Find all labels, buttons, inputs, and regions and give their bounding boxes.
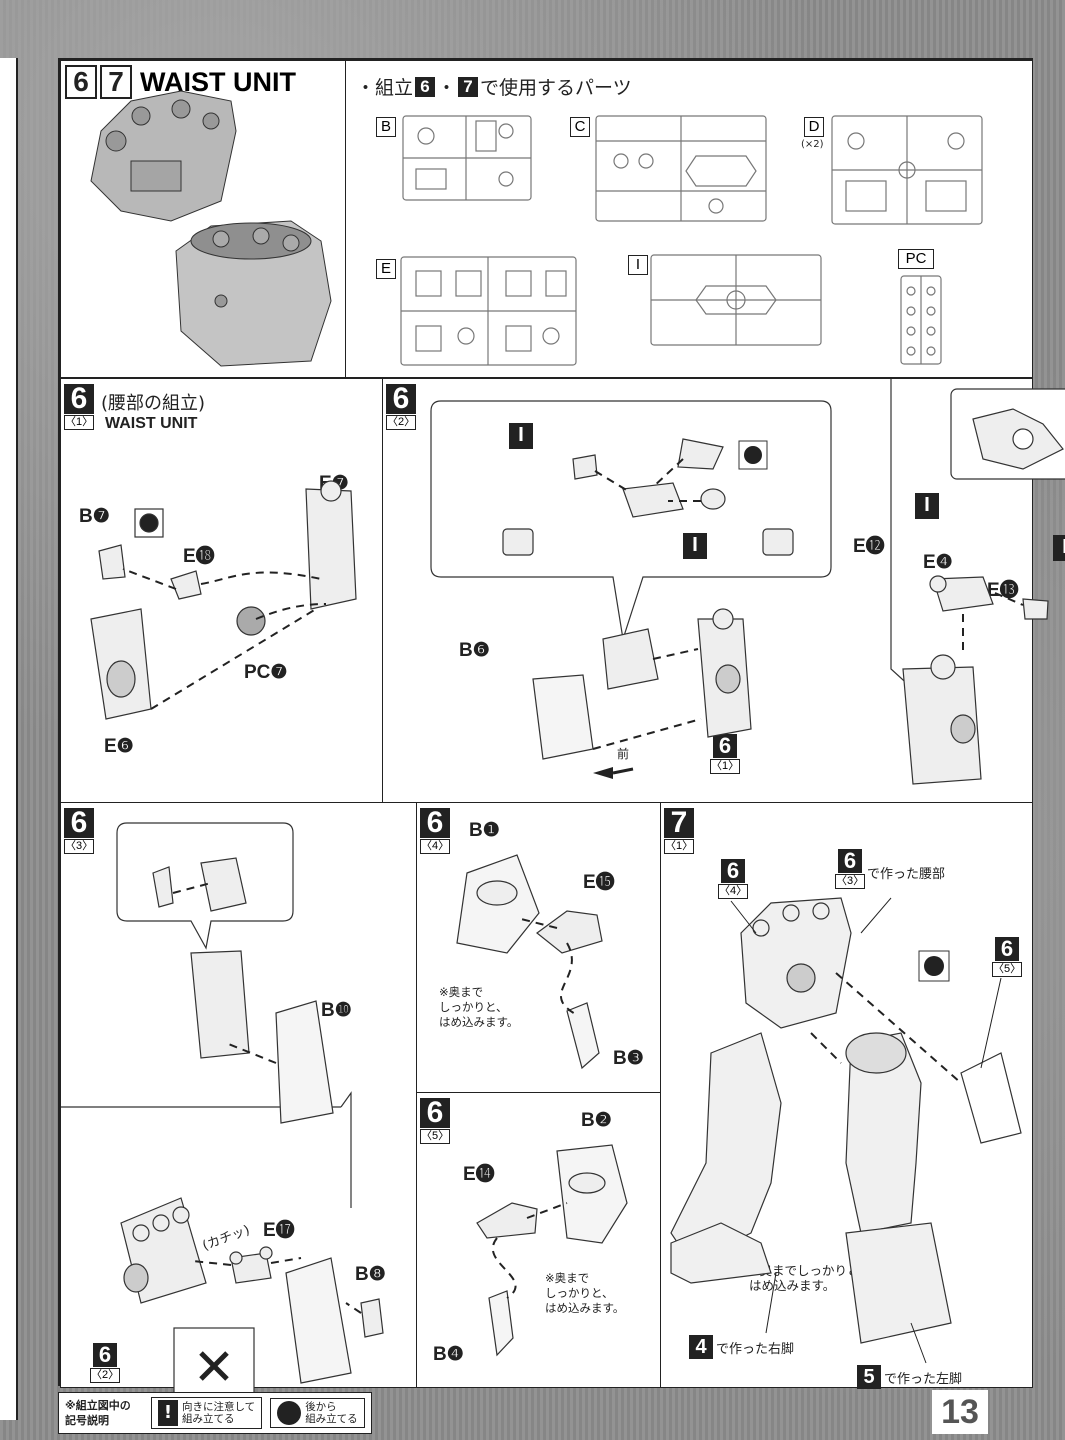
legend-item-later-text: 後から 組み立てる [305, 1401, 358, 1425]
front-indicator: 前 [617, 747, 630, 761]
step-6-1-number: 6 [64, 384, 94, 414]
step-6-1-title-jp: (腰部の組立) [101, 393, 206, 414]
runner-c-label: C [570, 117, 590, 137]
label-e17: E⓱ [263, 1220, 295, 1241]
parts-used-panel: ・組立 6 ・ 7 で使用するパーツ B C D (×2) E I PC [345, 60, 1033, 378]
instruction-page: 6 7 WAIST UNIT ・組立 6 [58, 58, 1065, 1429]
section-title: 6 7 WAIST UNIT [65, 65, 296, 99]
ref-6-3-number: 6 [838, 849, 862, 873]
parts-heading-suffix: で使用するパーツ [480, 77, 632, 99]
runner-sprues [400, 115, 983, 366]
step-7-1-panel: 7 〈1〉 6 〈4〉 6 〈3〉 で作った腰部 6 〈5〉 ※奥までしっかりと… [660, 802, 1033, 1389]
label-b3: B❸ [613, 1048, 644, 1069]
step-6-3-substep: 〈3〉 [64, 839, 94, 854]
runner-b-label: B [376, 117, 396, 137]
legend: ※組立図中の 記号説明 ! 向きに注意して 組み立てる 後から 組み立てる [58, 1392, 372, 1434]
attention-icon: ! [158, 1400, 178, 1426]
label-b1: B❶ [469, 820, 500, 841]
step-6-3-diagram [61, 822, 384, 1429]
runner-pc-label: PC [898, 249, 934, 269]
page-number: 13 [932, 1390, 988, 1434]
parts-heading-prefix: ・組立 [356, 77, 414, 99]
step-6-2-ref-substep: 〈1〉 [710, 759, 740, 774]
left-leg-text: で作った左脚 [884, 1371, 963, 1387]
step-6-2-ref-number: 6 [713, 734, 737, 758]
left-leg-step: 5 [857, 1365, 881, 1389]
assemble-later-icon [277, 1401, 302, 1425]
label-e4: E❹ [923, 552, 953, 573]
label-e18: E⓲ [183, 546, 215, 567]
step-6-5-note: ※奥まで しっかりと、 はめ込みます。 [545, 1271, 625, 1315]
step-6-5-diagram [476, 1144, 628, 1357]
label-b7: B❼ [79, 506, 110, 527]
step-6-3-panel: 6 〈3〉 E⓳ E⓰ B❿ E⓱ B❽ (カチッ) 6 〈2〉 [60, 802, 418, 1429]
legend-item-later: 後から 組み立てる [270, 1398, 365, 1428]
label-e6: E❻ [104, 736, 134, 757]
runner-d-count: (×2) [801, 139, 824, 150]
parts-step-6: 6 [415, 76, 436, 97]
step-6-2-number: 6 [386, 384, 416, 414]
parts-step-7: 7 [458, 76, 479, 97]
step-6-4-diagram [456, 854, 603, 1070]
label-e15: E⓯ [583, 872, 615, 893]
step-6-5-substep: 〈5〉 [420, 1129, 450, 1144]
title-text: WAIST UNIT [140, 66, 296, 97]
ref-6-5-number: 6 [995, 937, 1019, 961]
step-7-1-note: ※奥までしっかりと、 はめ込みます。 [749, 1263, 872, 1293]
runner-d-label: D [804, 117, 824, 137]
step-6-3-ref-substep: 〈2〉 [90, 1368, 120, 1383]
legend-title: ※組立図中の 記号説明 [65, 1399, 131, 1427]
runner-i-label: I [628, 255, 648, 275]
ref-6-3-substep: 〈3〉 [835, 874, 865, 889]
step-number-6: 6 [65, 65, 97, 99]
step-6-1-substep: 〈1〉 [64, 415, 94, 430]
runner-e-label: E [376, 259, 396, 279]
label-b4: B❹ [433, 1344, 464, 1365]
step-6-2-diagram [430, 379, 1065, 785]
label-b2: B❷ [581, 1110, 612, 1131]
step-6-1-title-en: WAIST UNIT [105, 415, 198, 432]
step-6-4-note: ※奥まで しっかりと、 はめ込みます。 [439, 985, 519, 1029]
step-6-4-substep: 〈4〉 [420, 839, 450, 854]
ref-6-3-text: で作った腰部 [867, 867, 946, 882]
parts-heading-separator: ・ [437, 77, 457, 99]
label-b8: B❽ [355, 1264, 386, 1285]
legend-item-orientation: ! 向きに注意して 組み立てる [151, 1397, 263, 1429]
ref-6-5-substep: 〈5〉 [992, 962, 1022, 977]
parts-used-heading: ・組立 6 ・ 7 で使用するパーツ [356, 73, 632, 100]
step-6-4-panel: 6 〈4〉 B❶ E⓯ B❸ ※奥まで しっかりと、 はめ込みます。 [416, 802, 662, 1094]
legend-item-orientation-text: 向きに注意して 組み立てる [182, 1401, 256, 1425]
step-6-3-ref-number: 6 [93, 1343, 117, 1367]
step-7-1-diagram [670, 897, 1022, 1364]
step-6-2-panel: 6 〈2〉 D❶ B❾ E❺ D❶ B❻ E⓬ E❹ E⓭ 前 6 〈1〉 [382, 378, 1065, 804]
right-leg-ref: 4 で作った右脚 [689, 1335, 794, 1359]
label-b6: B❻ [459, 640, 490, 661]
step-6-2-substep: 〈2〉 [386, 415, 416, 430]
label-pc7: PC❼ [244, 662, 288, 683]
label-b10: B❿ [321, 1000, 352, 1021]
waist-unit-illustration [90, 90, 332, 367]
step-7-1-substep: 〈1〉 [664, 839, 694, 854]
right-leg-step: 4 [689, 1335, 713, 1359]
step-6-1-diagram [90, 480, 357, 720]
step-6-3-number: 6 [64, 808, 94, 838]
left-leg-ref: 5 で作った左脚 [857, 1365, 962, 1389]
step-6-5-panel: 6 〈5〉 B❷ E⓮ B❹ ※奥まで しっかりと、 はめ込みます。 [416, 1092, 662, 1388]
label-e13: E⓭ [987, 580, 1019, 601]
label-e14: E⓮ [463, 1164, 495, 1185]
ref-6-4-number: 6 [721, 859, 745, 883]
header-panel: 6 7 WAIST UNIT [60, 60, 347, 378]
right-leg-text: で作った右脚 [716, 1341, 795, 1357]
label-e12: E⓬ [853, 536, 885, 557]
step-number-7: 7 [100, 65, 132, 99]
step-7-1-number: 7 [664, 808, 694, 838]
previous-page-edge [0, 58, 18, 1420]
step-6-4-number: 6 [420, 808, 450, 838]
ref-6-4-substep: 〈4〉 [718, 884, 748, 899]
step-6-5-number: 6 [420, 1098, 450, 1128]
step-6-1-panel: 6 〈1〉 (腰部の組立) WAIST UNIT B❼ E❼ E⓲ PC❼ E❻ [60, 378, 384, 804]
